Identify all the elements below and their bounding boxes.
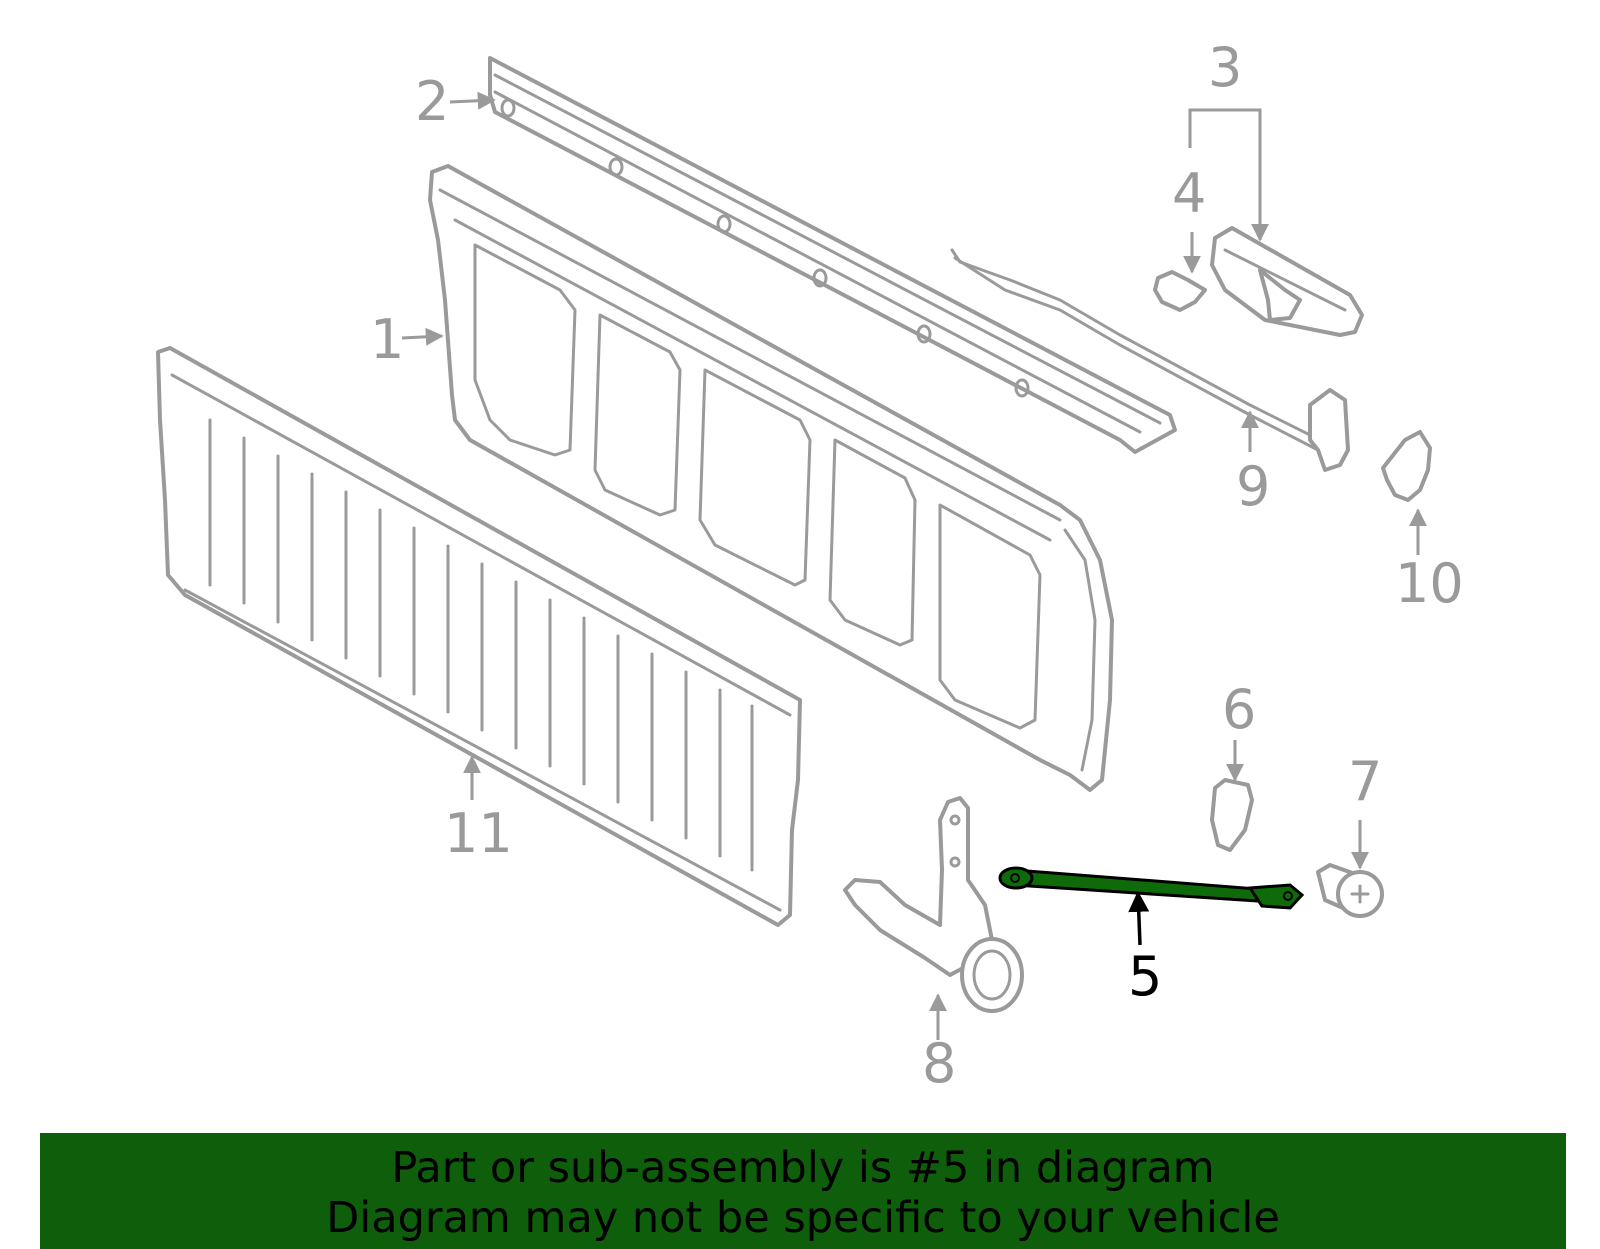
callout-8: 8 <box>922 1032 956 1095</box>
part-1-inner-panel <box>428 164 1114 792</box>
part-7-bolt <box>1316 863 1384 918</box>
callout-6: 6 <box>1222 678 1256 741</box>
callout-5: 5 <box>1128 945 1162 1008</box>
leader-5 <box>1128 890 1150 946</box>
callout-1: 1 <box>370 308 404 371</box>
part-11-outer-panel <box>156 346 802 927</box>
callout-10: 10 <box>1395 552 1464 615</box>
leader-2 <box>449 91 496 110</box>
part-4-clip <box>1153 270 1207 312</box>
callout-7: 7 <box>1348 750 1382 813</box>
part-10-bracket <box>1381 430 1432 502</box>
part-6-bracket <box>1210 778 1254 852</box>
part-9-rod <box>950 248 1350 472</box>
leader-3-bracket <box>1188 108 1269 242</box>
part-5-support-cable <box>998 866 1305 910</box>
callout-labels: 1 2 3 4 5 6 7 8 9 10 11 <box>370 36 1464 1095</box>
leader-1 <box>401 327 444 346</box>
callout-2: 2 <box>415 70 449 133</box>
callout-3: 3 <box>1208 36 1242 99</box>
info-banner: Part or sub-assembly is #5 in diagram Di… <box>40 1133 1566 1249</box>
banner-line-2: Diagram may not be specific to your vehi… <box>326 1193 1280 1243</box>
banner-line-1: Part or sub-assembly is #5 in diagram <box>391 1143 1215 1193</box>
part-8-hinge <box>843 796 1024 1013</box>
part-3-handle <box>1210 226 1364 337</box>
callout-leaders <box>401 91 1427 1040</box>
callout-4: 4 <box>1172 162 1206 225</box>
callout-11: 11 <box>444 802 513 865</box>
callout-9: 9 <box>1236 455 1270 518</box>
